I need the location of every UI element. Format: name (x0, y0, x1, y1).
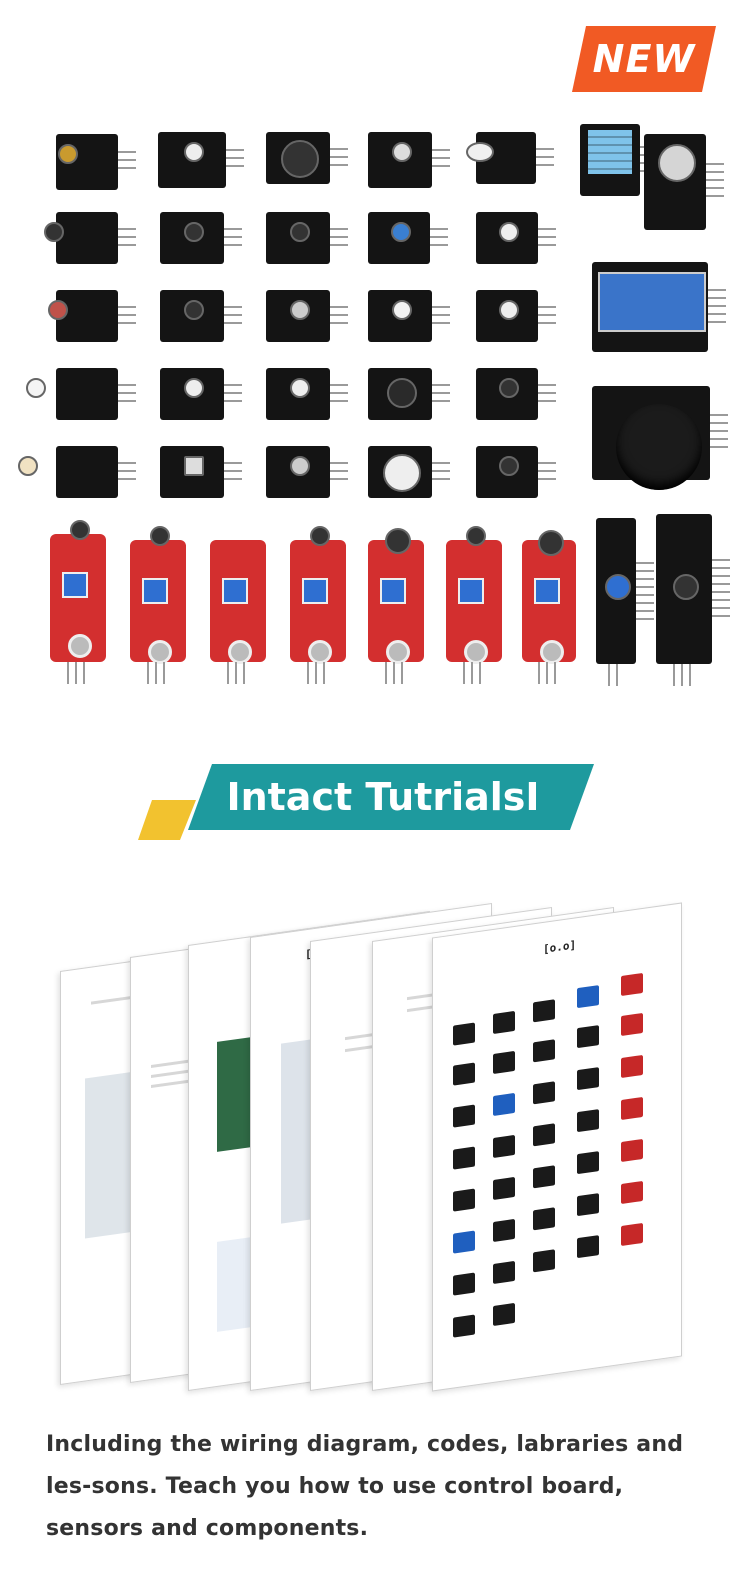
red-sensor-board (522, 530, 576, 684)
sensor-module (48, 290, 136, 342)
red-sensor-board (290, 526, 346, 684)
sensor-module (368, 290, 450, 342)
banner-title: Intact TutrialsI (226, 775, 540, 819)
sensor-module (368, 132, 450, 188)
rotary-encoder-module (644, 134, 724, 230)
new-badge: NEW (572, 26, 716, 92)
red-sensor-board (446, 526, 502, 684)
sensor-module (476, 368, 556, 420)
tutorial-page-front: [o.o] (432, 902, 682, 1392)
sensor-module (476, 290, 556, 342)
joystick-module (592, 386, 728, 490)
tutorial-documents-stack: [o.o] [o.o] (60, 880, 700, 1392)
sensor-module (160, 212, 242, 264)
sensor-module (18, 446, 136, 498)
new-badge-label: NEW (592, 37, 696, 81)
red-sensor-board (368, 528, 424, 684)
red-sensor-board (50, 520, 106, 684)
sensor-module (26, 368, 136, 420)
tutorials-banner: Intact TutrialsI (138, 764, 598, 842)
sensor-module (160, 290, 242, 342)
red-sensor-board (130, 526, 186, 684)
sensor-module (466, 132, 554, 184)
sensor-module (266, 212, 348, 264)
sensor-module (158, 132, 244, 188)
line-tracking-module (596, 518, 654, 686)
banner-shape (138, 764, 594, 840)
dht11-module (580, 124, 658, 196)
sensor-module (476, 446, 556, 498)
red-sensor-board (210, 540, 266, 684)
sensor-modules-grid (0, 110, 750, 720)
new-badge-shape (572, 26, 716, 92)
sensor-module (160, 368, 242, 420)
sensor-module (160, 446, 242, 498)
sensor-module (44, 212, 136, 264)
sensor-module (476, 212, 556, 264)
sensor-module (368, 368, 450, 420)
sensor-module (266, 132, 348, 184)
sensor-module (266, 368, 348, 420)
sensor-module (266, 446, 348, 498)
sensor-module (368, 446, 450, 498)
sensor-module (368, 212, 448, 264)
sensor-module (56, 134, 136, 190)
relay-module (592, 262, 726, 352)
ir-module (656, 514, 730, 686)
description-text: Including the wiring diagram, codes, lab… (46, 1432, 684, 1541)
sensor-module (266, 290, 348, 342)
